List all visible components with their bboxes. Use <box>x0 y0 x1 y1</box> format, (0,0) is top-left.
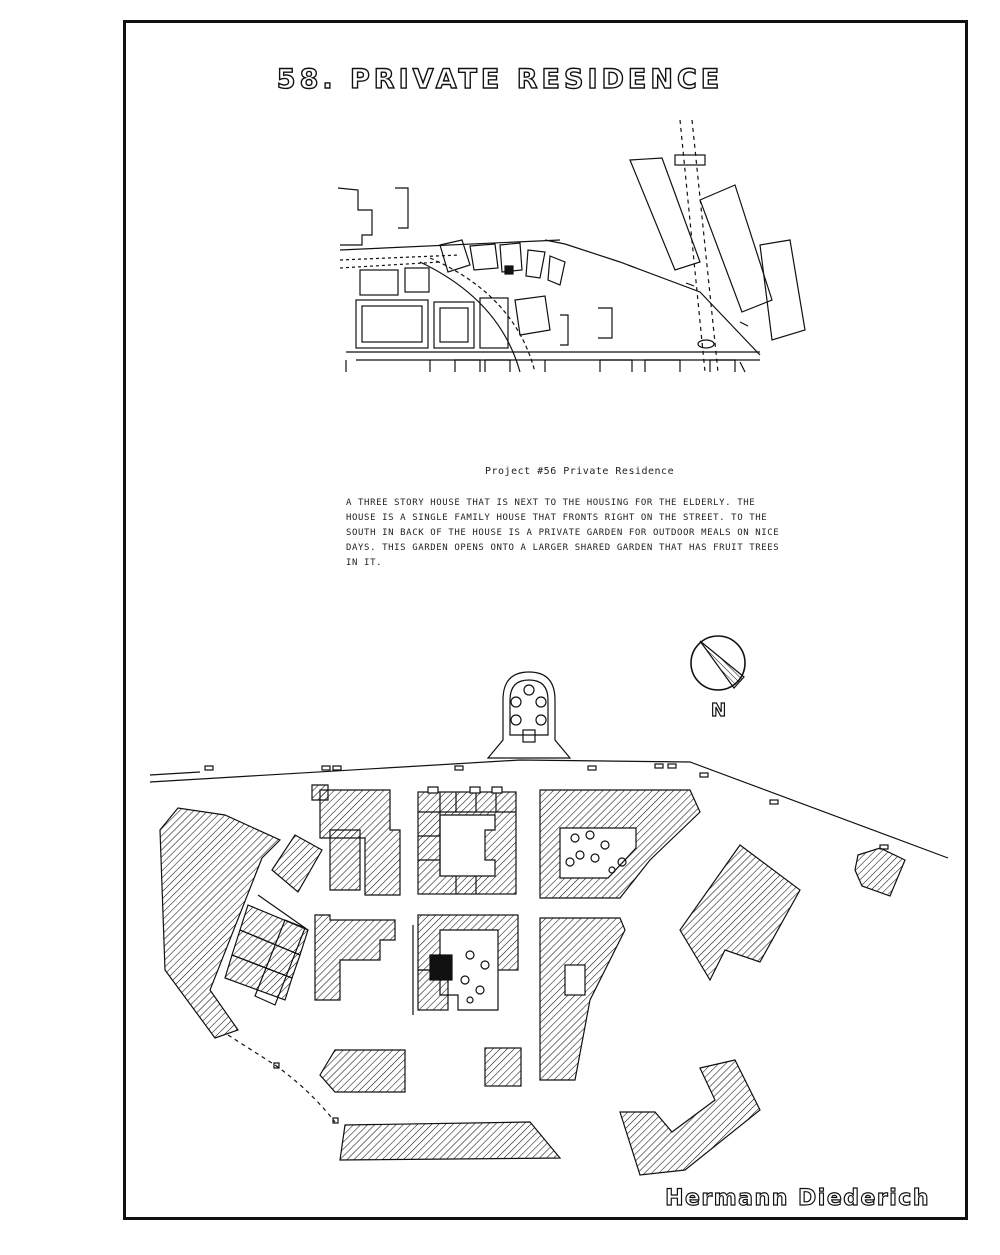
project-description: A three story house that is next to the … <box>346 498 780 568</box>
north-label: N <box>710 699 727 721</box>
north-arrow-icon <box>690 635 746 691</box>
project-caption: Project #56 Private Residence <box>485 466 675 477</box>
drawing-sheet-border <box>123 20 968 1220</box>
location-site-plan <box>337 119 806 373</box>
author-signature: Hermann Diederich <box>664 1185 930 1211</box>
detailed-site-plan <box>149 671 949 1176</box>
sheet-title: 58. PRIVATE RESIDENCE <box>276 63 724 95</box>
